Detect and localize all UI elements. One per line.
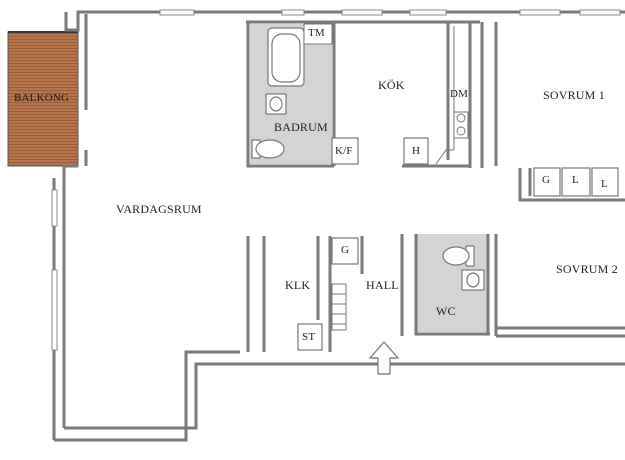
fixture-label-h: H bbox=[412, 145, 421, 157]
walls bbox=[52, 10, 625, 442]
closet-label-l1: L bbox=[572, 174, 579, 186]
fixture-label-g-hall: G bbox=[341, 244, 350, 256]
room-label-klk: KLK bbox=[285, 278, 311, 292]
wc-sink bbox=[461, 269, 485, 291]
closets bbox=[533, 167, 619, 197]
fixture-label-dm: DM bbox=[450, 88, 469, 100]
fixture-label-st: ST bbox=[302, 331, 316, 343]
room-label-badrum: BADRUM bbox=[274, 120, 328, 134]
bathroom-toilet bbox=[251, 139, 285, 159]
entrance-arrow-icon bbox=[368, 341, 400, 375]
h-box bbox=[403, 137, 429, 165]
st-box bbox=[297, 323, 323, 351]
g-box-hall bbox=[331, 237, 359, 265]
kitchen-counter bbox=[435, 26, 469, 165]
closet-label-g: G bbox=[542, 174, 551, 186]
kf-box bbox=[331, 137, 359, 165]
stair-shelf bbox=[331, 283, 347, 331]
fixture-label-kf: K/F bbox=[335, 145, 353, 157]
fixture-label-tm: TM bbox=[308, 27, 325, 39]
balcony bbox=[7, 31, 79, 167]
tm-box bbox=[303, 23, 333, 45]
room-label-hall: HALL bbox=[366, 278, 399, 292]
room-label-balkong: BALKONG bbox=[14, 92, 70, 104]
room-label-sovrum1: SOVRUM 1 bbox=[543, 88, 605, 102]
room-label-sovrum2: SOVRUM 2 bbox=[556, 262, 618, 276]
wc-toilet bbox=[442, 245, 475, 267]
bathroom-sink bbox=[265, 93, 287, 115]
windows bbox=[51, 9, 621, 351]
room-label-kok: KÖK bbox=[378, 78, 405, 92]
closet-label-l2: L bbox=[601, 178, 608, 190]
room-label-vardagsrum: VARDAGSRUM bbox=[116, 202, 202, 216]
room-label-wc: WC bbox=[436, 304, 456, 318]
bathtub bbox=[267, 27, 305, 87]
